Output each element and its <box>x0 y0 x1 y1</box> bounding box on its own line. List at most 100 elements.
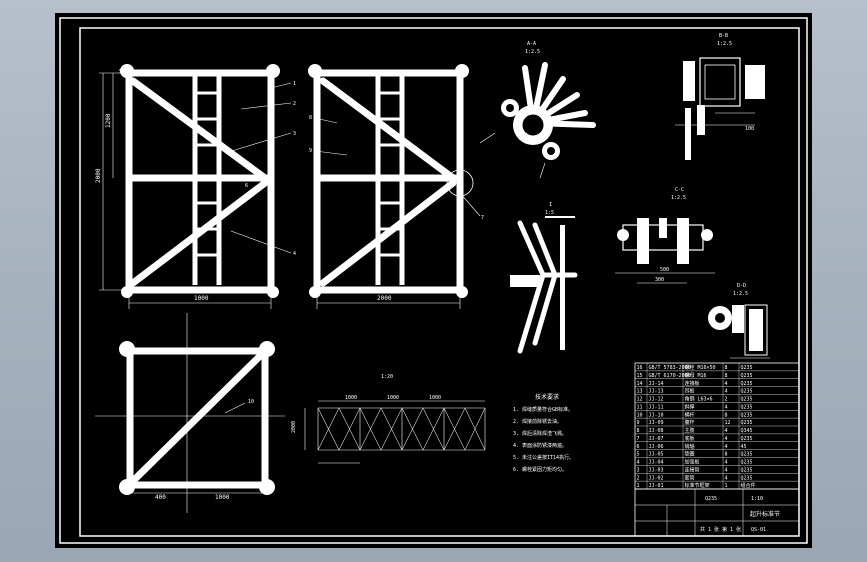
parts-cell: 8 <box>725 373 728 379</box>
parts-cell: Q235 <box>741 475 753 481</box>
parts-cell: JJ-01 <box>649 483 664 489</box>
parts-cell: Q345 <box>741 428 753 434</box>
parts-cell: 5 <box>637 452 640 458</box>
tech-note-1: 1. 焊缝质量符合GB标准。 <box>513 406 573 413</box>
tech-notes-title: 技术要求 <box>535 393 559 401</box>
parts-cell: Q235 <box>741 436 753 442</box>
title-sheet: 共 1 张 第 1 张 <box>700 526 741 533</box>
parts-cell: JJ-06 <box>649 444 664 450</box>
parts-cell: 角钢 L63×6 <box>685 396 713 403</box>
section-c-title: C-C <box>675 187 684 193</box>
parts-cell: 2 <box>725 397 728 403</box>
parts-cell: 9 <box>637 420 640 426</box>
parts-cell: JJ-02 <box>649 475 664 481</box>
parts-cell: Q235 <box>741 467 753 473</box>
parts-cell: 4 <box>725 467 728 473</box>
parts-cell: Q235 <box>741 412 753 418</box>
section-a-title: A-A <box>527 41 536 47</box>
truss-dim-h: 2000 <box>291 421 297 433</box>
inner-border <box>79 27 800 537</box>
parts-cell: 8 <box>637 428 640 434</box>
parts-cell: JJ-10 <box>649 412 664 418</box>
detail-i-title: I <box>549 202 552 208</box>
parts-cell: 16 <box>637 365 643 371</box>
parts-cell: Q235 <box>741 460 753 466</box>
dim-mid-a: 1200 <box>105 113 112 128</box>
callout-10: 10 <box>248 399 254 405</box>
parts-cell: 4 <box>725 381 728 387</box>
parts-cell: JJ-11 <box>649 404 664 410</box>
dim-height-a: 2000 <box>95 168 102 183</box>
parts-cell: 螺母 M16 <box>685 372 707 379</box>
parts-cell: 连接管 <box>685 466 700 473</box>
parts-cell: 11 <box>637 404 643 410</box>
parts-cell: 加强板 <box>685 459 700 466</box>
dim-width-b: 2000 <box>377 295 392 302</box>
parts-cell: Q235 <box>741 452 753 458</box>
technical-notes: 技术要求 1. 焊缝质量符合GB标准。 2. 焊接前除锈去油。 3. 焊后清除焊… <box>513 393 574 473</box>
parts-cell: 底板 <box>685 435 695 442</box>
tech-note-2: 2. 焊接前除锈去油。 <box>513 418 562 425</box>
dim-width-a: 1000 <box>194 295 209 302</box>
truss-dim-3: 1000 <box>429 395 441 401</box>
callout-1: 1 <box>293 81 296 87</box>
parts-cell: 13 <box>637 389 643 395</box>
parts-cell: JJ-14 <box>649 381 664 387</box>
truss-dim-2: 1000 <box>387 395 399 401</box>
parts-cell: JJ-03 <box>649 467 664 473</box>
parts-cell: 4 <box>725 436 728 442</box>
parts-cell: 组合件 <box>741 482 756 489</box>
parts-cell: 14 <box>637 381 643 387</box>
parts-cell: 4 <box>725 444 728 450</box>
svg-text:100: 100 <box>745 126 754 132</box>
parts-cell: 4 <box>725 475 728 481</box>
parts-cell: 标准节框架 <box>685 482 710 489</box>
parts-cell: 8 <box>725 452 728 458</box>
parts-cell: 4 <box>725 404 728 410</box>
parts-cell: 连接板 <box>685 380 700 387</box>
parts-cell: JJ-07 <box>649 436 664 442</box>
parts-cell: JJ-09 <box>649 420 664 426</box>
parts-cell: 垫圈 <box>685 451 695 458</box>
parts-cell: 2 <box>637 475 640 481</box>
tech-note-5: 5. 未注公差按IT14执行。 <box>513 454 574 461</box>
parts-cell: 销轴 <box>685 443 695 450</box>
truss-schematic: 1:20 1000 1000 1000 2000 <box>291 374 486 464</box>
callout-5: 5 <box>119 69 122 75</box>
parts-cell: 主肢 <box>685 427 695 434</box>
parts-cell: 10 <box>637 412 643 418</box>
front-view-a: 2000 1200 1000 1 2 3 4 5 6 <box>95 64 296 309</box>
parts-cell: 4 <box>637 460 640 466</box>
cad-drawing: 2000 1200 1000 1 2 3 4 5 6 <box>59 17 808 544</box>
tech-note-4: 4. 表面涂防锈漆两遍。 <box>513 442 567 449</box>
svg-text:500: 500 <box>660 267 669 273</box>
parts-cell: 套管 <box>685 474 695 481</box>
section-d-title: D-D <box>737 283 746 289</box>
detail-i-scale: 1:5 <box>545 210 554 216</box>
parts-cell: GB/T 6170-2000 <box>649 373 691 379</box>
title-drawing-no: QS-01 <box>751 527 766 533</box>
parts-cell: Q235 <box>741 420 753 426</box>
parts-cell: GB/T 5783-2000 <box>649 365 691 371</box>
callout-3: 3 <box>293 131 296 137</box>
section-a-scale: 1:2.5 <box>525 49 540 55</box>
callout-4: 4 <box>293 251 296 257</box>
parts-cell: 横杆 <box>685 411 695 418</box>
parts-cell: JJ-13 <box>649 389 664 395</box>
parts-cell: 4 <box>725 460 728 466</box>
callout-6: 6 <box>245 183 248 189</box>
section-c-scale: 1:2.5 <box>671 195 686 201</box>
section-c-c: C-C 1:2.5 500 300 <box>615 187 715 284</box>
parts-cell: 耳板 <box>685 388 695 395</box>
callout-9: 9 <box>309 148 312 154</box>
parts-cell: Q235 <box>741 381 753 387</box>
tech-note-3: 3. 焊后清除焊渣飞溅。 <box>513 430 567 437</box>
parts-cell: 15 <box>637 373 643 379</box>
callout-2: 2 <box>293 101 296 107</box>
parts-cell: 3 <box>637 467 640 473</box>
section-d-scale: 1:2.5 <box>733 291 748 297</box>
parts-cell: 8 <box>725 412 728 418</box>
parts-cell: 4 <box>725 389 728 395</box>
detail-i: I 1:5 <box>510 202 578 354</box>
